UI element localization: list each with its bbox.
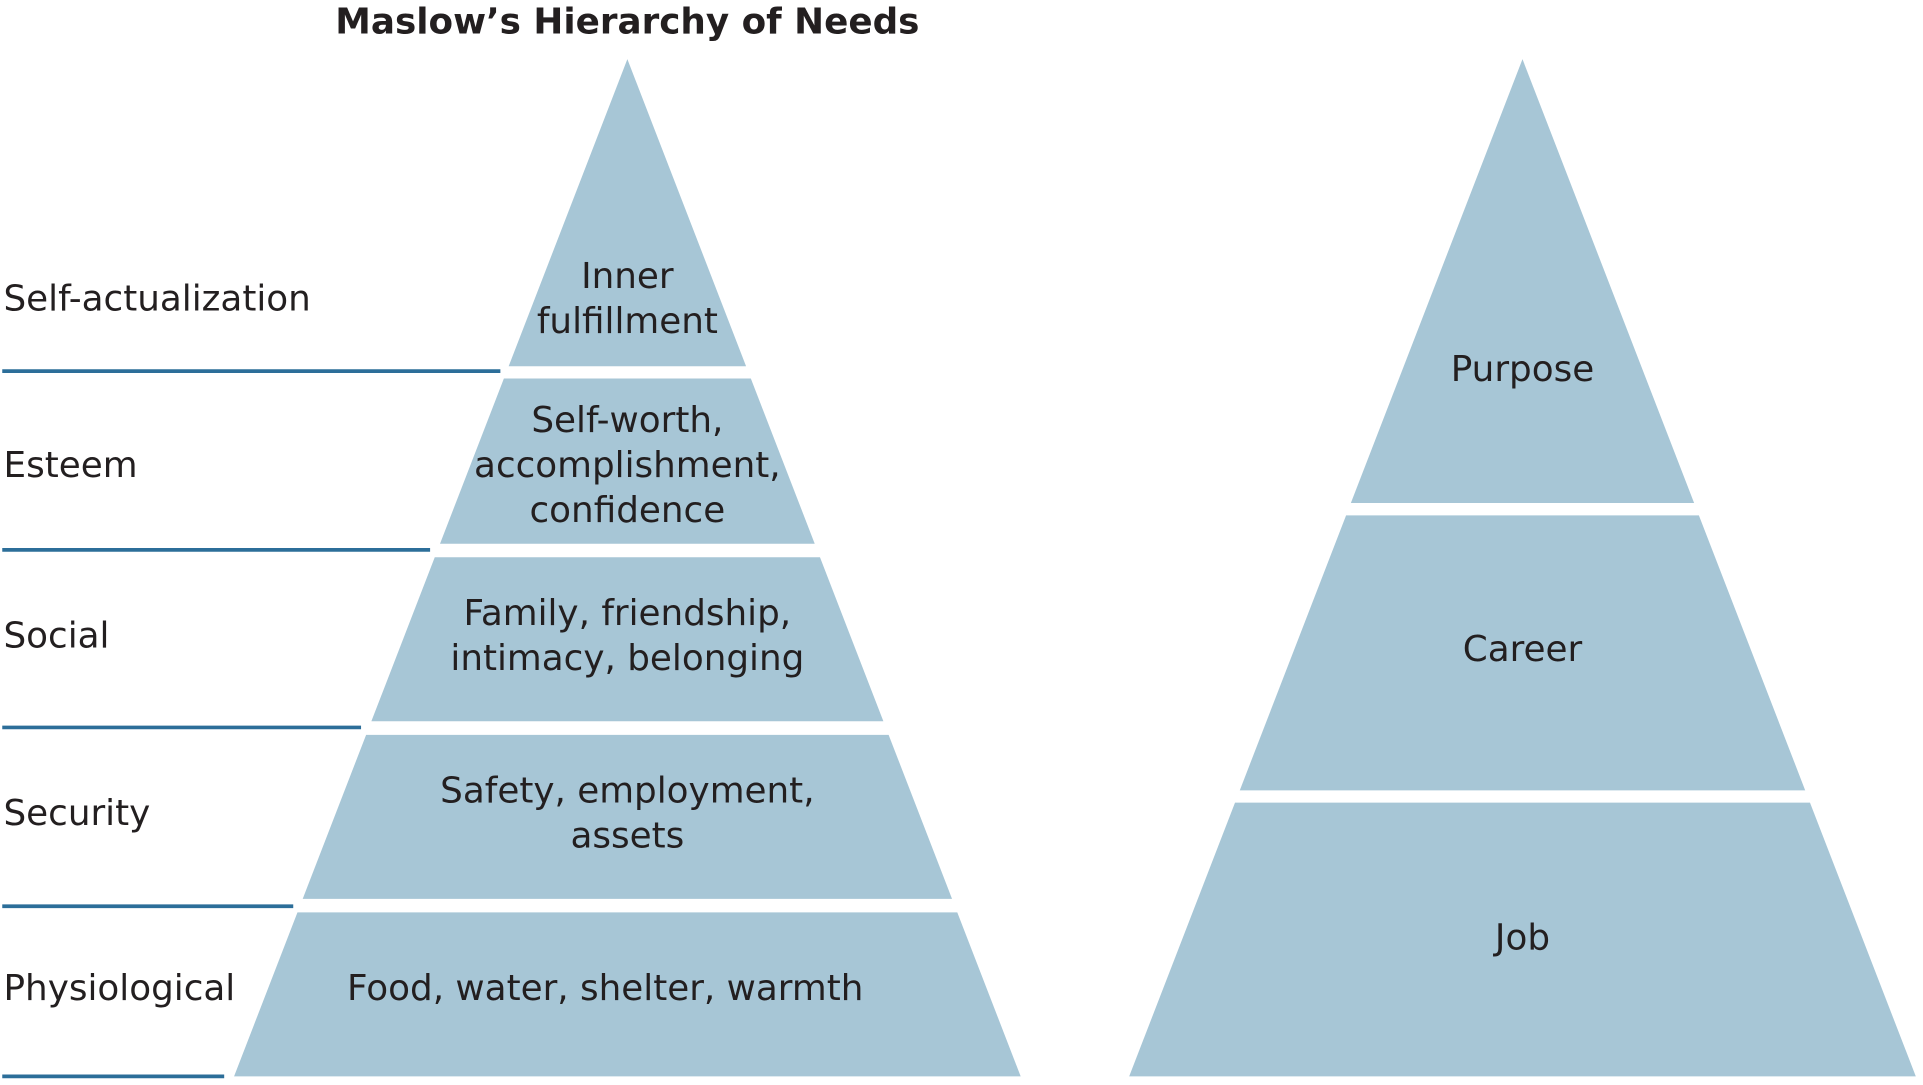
tier-shape <box>1350 59 1695 504</box>
level-name: Self-actualization <box>3 279 310 320</box>
work-tier-label: Career <box>1463 629 1583 670</box>
tier-description: fulfillment <box>537 301 718 342</box>
maslow-tier: Self-worth,accomplishment,confidence Este… <box>2 378 815 552</box>
maslow-tier: Family, friendship,intimacy, belonging So… <box>2 557 884 730</box>
tier-shape <box>440 378 815 544</box>
tier-description: Self-worth, <box>531 400 723 441</box>
work-tier-label: Purpose <box>1451 349 1594 390</box>
level-name: Physiological <box>3 968 235 1009</box>
diagram-title: Maslow’s Hierarchy of Needs <box>335 1 919 42</box>
tier-description: intimacy, belonging <box>450 638 804 679</box>
maslow-tier: Food, water, shelter, warmth Physiologica… <box>2 912 1021 1079</box>
tier-shape <box>508 59 747 367</box>
tier-description: Safety, employment, <box>440 770 814 811</box>
tier-description: Inner <box>581 256 674 297</box>
tier-description: accomplishment, <box>474 445 781 486</box>
level-name: Security <box>3 793 150 834</box>
tier-shape <box>1129 802 1916 1077</box>
maslow-tier: Safety, employment,assets Security <box>2 734 953 909</box>
work-tier: Career <box>1239 515 1806 791</box>
level-name: Esteem <box>3 445 137 486</box>
tier-shape <box>371 557 884 722</box>
tier-description: Food, water, shelter, warmth <box>347 968 863 1009</box>
tier-description: confidence <box>530 490 726 531</box>
tier-shape <box>1239 515 1806 791</box>
work-tier: Job <box>1129 802 1916 1077</box>
level-name: Social <box>3 615 109 656</box>
tier-description: assets <box>570 815 684 856</box>
tier-description: Family, friendship, <box>464 593 792 634</box>
work-tier: Purpose <box>1350 59 1695 504</box>
tier-shape <box>302 734 953 899</box>
work-tier-label: Job <box>1493 917 1550 958</box>
tier-shape <box>234 912 1021 1077</box>
